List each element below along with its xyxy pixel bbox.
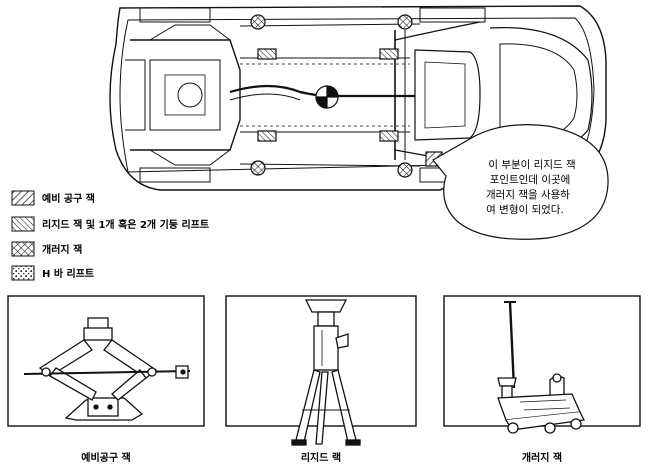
- panel-garage-jack: [443, 295, 641, 434]
- callout-line-4: 여 변형이 되었다.: [486, 204, 564, 216]
- legend-item-rigid-jack-or-lift: 리지드 잭 및 1개 혹은 2개 기둥 리프트: [11, 216, 209, 232]
- scissor-jack-illustration: [23, 317, 191, 421]
- callout-line-3: 개러지 잭을 사용하: [486, 188, 570, 201]
- panel-caption-spare-tool-jack: 예비공구 잭: [81, 451, 130, 464]
- lift-point-rear-left: [397, 14, 413, 30]
- callout-bubble: 이 부분이 리지드 잭 포인트인데 이곳에 개러지 잭을 사용하 여 변형이 되…: [432, 124, 609, 240]
- jack-stand-illustration: [291, 299, 361, 446]
- rigid-point-rear-right: [379, 130, 399, 142]
- legend-item-spare-tool-jack: 예비 공구 잭: [11, 190, 95, 206]
- callout-line-2: 포인트인데 이곳에: [490, 174, 571, 186]
- lift-point-front-right: [250, 160, 266, 176]
- lift-point-front-left: [250, 14, 266, 30]
- panel-caption-rigid-rack: 리지드 랙: [301, 451, 341, 464]
- panel-rigid-rack: [225, 295, 417, 446]
- rigid-point-front-right: [257, 130, 277, 142]
- callout-line-1: 이 부분이 리지드 잭: [488, 159, 575, 171]
- car-underside: [109, 5, 607, 191]
- legend-label: 개러지 잭: [42, 243, 82, 256]
- legend: 예비 공구 잭 리지드 잭 및 1개 혹은 2개 기둥 리프트 개러지 잭 H …: [11, 190, 209, 281]
- lift-point-rear-right: [397, 162, 413, 178]
- rigid-point-rear-left: [379, 48, 399, 60]
- legend-item-h-bar-lift: H 바 리프트: [11, 265, 94, 281]
- legend-item-garage-jack: 개러지 잭: [11, 241, 82, 257]
- legend-label: 리지드 잭 및 1개 혹은 2개 기둥 리프트: [42, 218, 209, 231]
- floor-jack-illustration: [497, 301, 585, 434]
- lift-points: [250, 14, 443, 178]
- rigid-point-front-left: [257, 48, 277, 60]
- panel-spare-tool-jack: [7, 295, 205, 427]
- legend-label: H 바 리프트: [42, 267, 94, 280]
- panel-caption-garage-jack: 개러지 잭: [522, 451, 562, 464]
- legend-label: 예비 공구 잭: [42, 192, 95, 205]
